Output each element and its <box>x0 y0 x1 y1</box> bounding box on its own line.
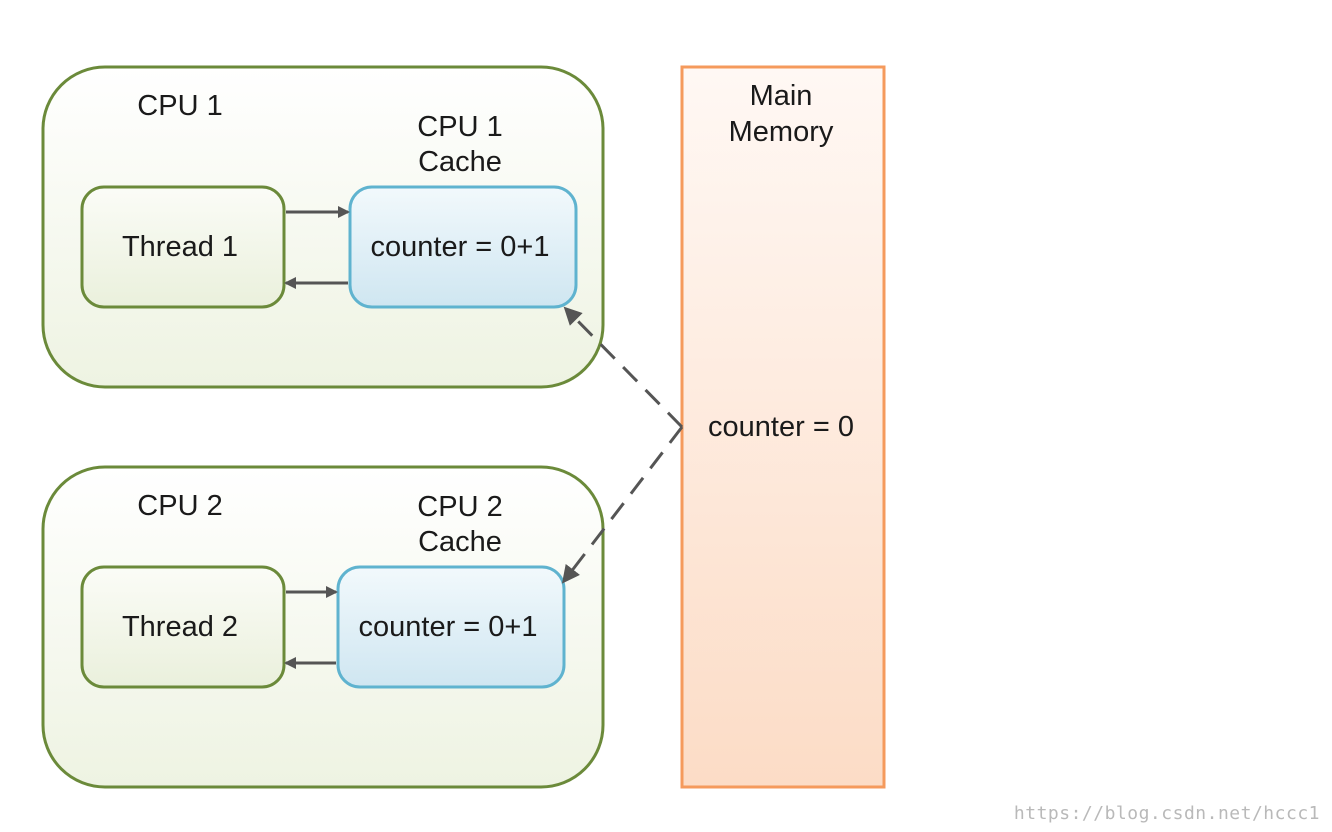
main-memory-title-line1: Main <box>750 80 813 112</box>
thread2-box <box>80 565 286 689</box>
thread2-label: Thread 2 <box>122 611 238 643</box>
cpu2-cache-value: counter = 0+1 <box>359 611 538 643</box>
memory-to-cache1-dashed-arrow <box>563 306 684 429</box>
cpu2-title: CPU 2 <box>137 490 222 522</box>
main-memory-value: counter = 0 <box>708 411 854 443</box>
main-memory-title-line2: Memory <box>729 116 834 148</box>
cpu2-cache-title-line2: Cache <box>418 526 502 558</box>
main-memory-box <box>680 65 886 789</box>
cpu2-container <box>41 465 605 789</box>
main-memory-block: Main Memory counter = 0 <box>680 65 886 789</box>
cpu1-block: CPU 1 CPU 1 Cache Thread 1 counter = 0+1 <box>41 65 605 389</box>
cpu2-block: CPU 2 CPU 2 Cache Thread 2 counter = 0+1 <box>41 465 605 789</box>
watermark: https://blog.csdn.net/hccc1 <box>1013 803 1320 824</box>
cpu1-cache-title-line2: Cache <box>418 146 502 178</box>
cpu1-title: CPU 1 <box>137 90 222 122</box>
cpu1-cache-value: counter = 0+1 <box>371 231 550 263</box>
cpu1-cache-box <box>348 185 578 309</box>
thread1-label: Thread 1 <box>122 231 238 263</box>
cpu2-cache-box <box>336 565 566 689</box>
cpu1-cache-title-line1: CPU 1 <box>417 111 502 143</box>
cpu2-cache-title-line1: CPU 2 <box>417 491 502 523</box>
thread1-box <box>80 185 286 309</box>
memory-to-cache2-dashed-arrow <box>561 426 684 584</box>
